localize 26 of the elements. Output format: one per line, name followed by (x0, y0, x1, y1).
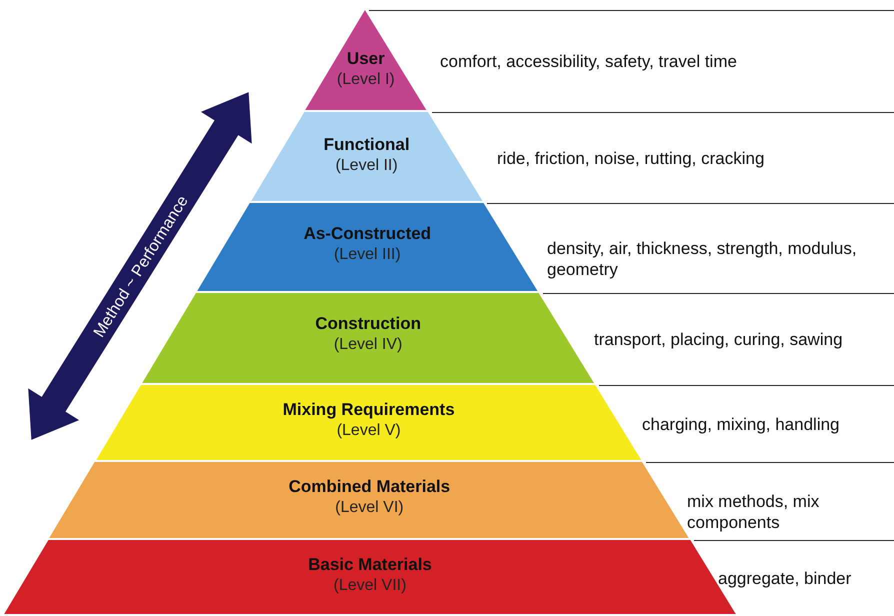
level-title: Construction (315, 314, 421, 333)
pyramid-apex (304, 10, 428, 110)
pyramid-band (140, 293, 596, 383)
level-title: Functional (324, 135, 410, 154)
pyramid-band (250, 112, 484, 201)
level-number: (Level IV) (334, 336, 402, 353)
level-description: density, air, thickness, strength, modulus, geometry (547, 238, 858, 280)
level-description: comfort, accessibility, safety, travel time (440, 51, 737, 72)
pyramid-band (94, 385, 642, 460)
level-number: (Level V) (336, 422, 401, 439)
level-description: transport, placing, curing, sawing (594, 329, 843, 350)
level-title: Mixing Requirements (282, 400, 455, 419)
level-description: mix methods, mix components (687, 491, 820, 533)
level-number: (Level II) (335, 157, 398, 174)
level-title: Basic Materials (308, 555, 432, 574)
level-description: aggregate, binder (718, 568, 852, 589)
pyramid-band (196, 203, 539, 291)
level-number: (Level VI) (335, 499, 404, 516)
level-title: Combined Materials (288, 477, 450, 496)
level-number: (Level I) (336, 71, 395, 88)
level-title: As-Constructed (304, 224, 432, 243)
level-number: (Level III) (334, 246, 401, 263)
level-number: (Level VII) (334, 577, 406, 594)
level-title: User (346, 49, 385, 68)
level-description: ride, friction, noise, rutting, cracking (497, 148, 764, 168)
level-description: charging, mixing, handling (642, 414, 840, 434)
